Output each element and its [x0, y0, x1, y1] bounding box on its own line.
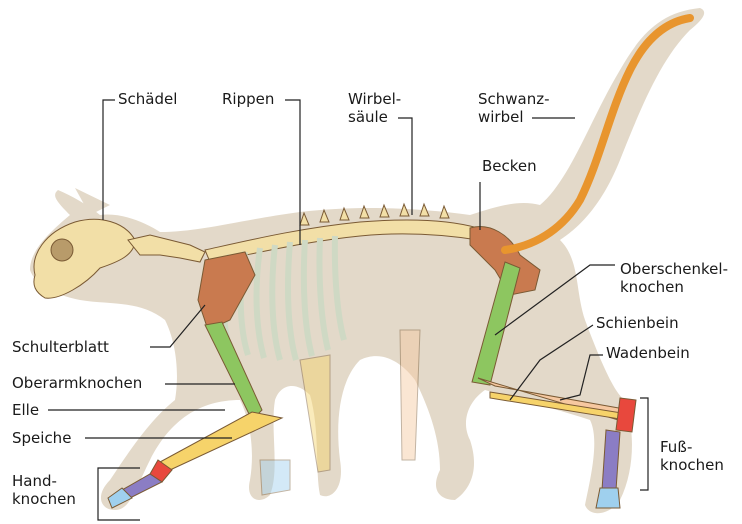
label-radius: Speiche	[12, 429, 71, 447]
label-hand-bones: Hand- knochen	[12, 472, 76, 508]
label-spine: Wirbel- säule	[348, 90, 401, 126]
ankle-bones	[616, 398, 636, 432]
label-ulna: Elle	[12, 401, 39, 419]
label-calf-bone: Wadenbein	[606, 344, 690, 362]
label-thigh-bone: Oberschenkel- knochen	[620, 260, 728, 296]
label-foot-bones: Fuß- knochen	[660, 438, 724, 474]
label-pelvis: Becken	[482, 157, 537, 175]
label-shoulder-blade: Schulterblatt	[12, 338, 109, 356]
foot-toes	[596, 488, 620, 508]
eye-socket	[51, 239, 73, 261]
label-tail-vertebrae: Schwanz- wirbel	[478, 90, 550, 126]
label-skull: Schädel	[118, 90, 177, 108]
label-shin-bone: Schienbein	[596, 314, 679, 332]
label-upper-arm-bone: Oberarmknochen	[12, 374, 142, 392]
label-ribs: Rippen	[222, 90, 274, 108]
